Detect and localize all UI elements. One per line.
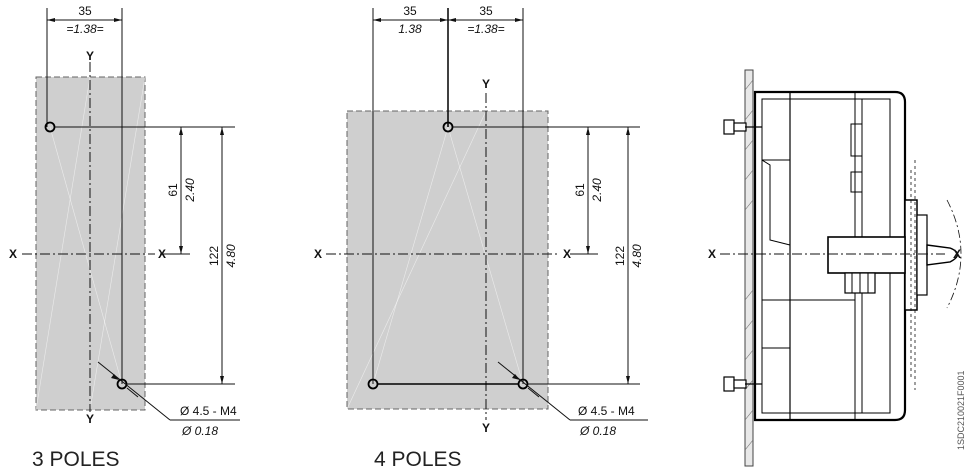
- axis-y-bottom: Y: [86, 412, 94, 426]
- hole-top: [442, 121, 454, 133]
- axis-x-right: X: [563, 247, 571, 261]
- operating-handle-base: [827, 236, 906, 274]
- side-view: X X 1SDC210021F0001: [708, 69, 966, 467]
- axis-y-bottom: Y: [482, 421, 490, 435]
- view-4-poles: 35 1.38 35 =1.38= Y Y X X 61 2.40 122 4: [314, 4, 648, 471]
- hole-bottom-right: [517, 378, 529, 390]
- plate-4p: [346, 110, 549, 410]
- axis-y-top: Y: [482, 77, 490, 91]
- dim-122-mm: 122: [207, 246, 221, 266]
- axis-x-left: X: [708, 247, 716, 261]
- hole-spec-mm: Ø 4.5 - M4: [578, 404, 635, 418]
- dim-61-mm: 61: [573, 183, 587, 197]
- caption-3-poles: 3 POLES: [32, 448, 120, 471]
- dim-61-mm: 61: [166, 183, 180, 197]
- dim-2-40-in: 2.40: [590, 178, 604, 203]
- dim-122-mm: 122: [613, 246, 627, 266]
- hole-spec-in: Ø 0.18: [579, 424, 616, 438]
- hole-bottom-left: [367, 378, 379, 390]
- dim-1-38-in-left: 1.38: [398, 22, 422, 36]
- dim-1-38-in-right: =1.38=: [467, 22, 504, 36]
- axis-x-right: X: [953, 247, 961, 261]
- dim-35-mm: 35: [78, 4, 92, 18]
- toggle-lever: [926, 244, 959, 266]
- dim-2-40-in: 2.40: [183, 178, 197, 203]
- axis-x-left: X: [9, 247, 17, 261]
- hole-top: [44, 121, 56, 133]
- screw-top: [723, 119, 762, 135]
- axis-y-top: Y: [86, 49, 94, 63]
- drawing-code: 1SDC210021F0001: [956, 370, 966, 450]
- dim-4-80-in: 4.80: [224, 244, 238, 268]
- mounting-panel: [744, 69, 754, 467]
- dim-35-mm-right: 35: [479, 4, 493, 18]
- hole-spec-mm: Ø 4.5 - M4: [180, 404, 237, 418]
- dim-4-80-in: 4.80: [630, 244, 644, 268]
- dim-1-38-in: =1.38=: [66, 22, 103, 36]
- screw-bottom: [723, 376, 762, 392]
- hole-bottom: [116, 378, 128, 390]
- hole-spec-in: Ø 0.18: [181, 424, 218, 438]
- axis-x-left: X: [314, 247, 322, 261]
- caption-4-poles: 4 POLES: [374, 448, 462, 471]
- view-3-poles: 35 =1.38= Y Y X X 61 2.40 122 4.80: [9, 4, 240, 471]
- dim-35-mm-left: 35: [403, 4, 417, 18]
